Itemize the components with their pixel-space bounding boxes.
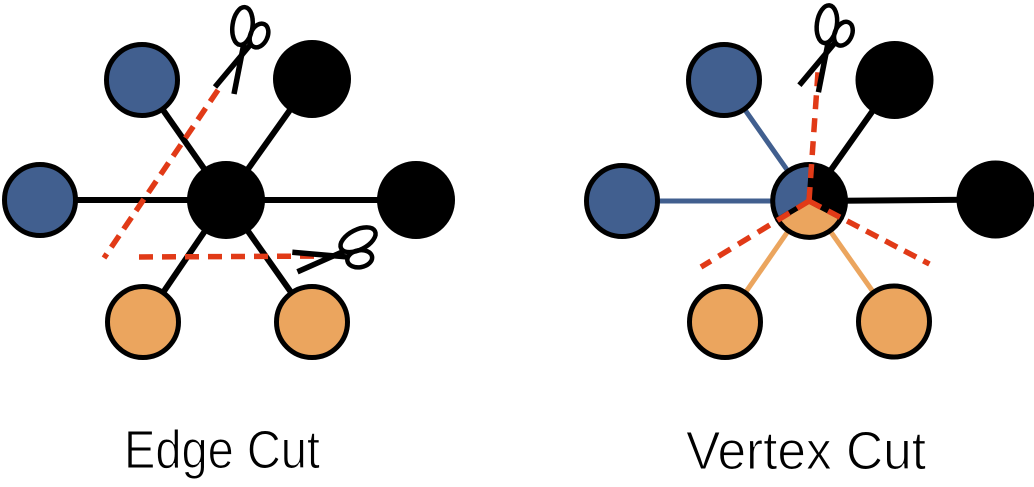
svg-text:Vertex Cut: Vertex Cut [686, 421, 926, 481]
svg-text:Edge Cut: Edge Cut [124, 420, 320, 480]
